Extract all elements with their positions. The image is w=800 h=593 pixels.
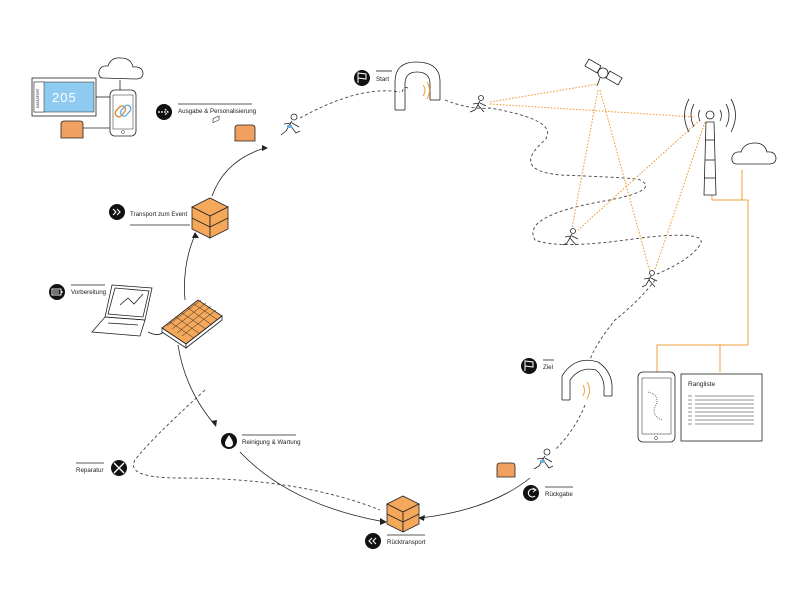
- arrow-reinigung-to-ruecktransport: [239, 451, 386, 523]
- link-icon: [114, 104, 132, 118]
- laptop-icon: [91, 284, 166, 337]
- step-reparatur: Reparatur: [76, 460, 127, 476]
- shipping-box-icon: [386, 495, 420, 533]
- route-to-ziel: [589, 279, 656, 361]
- screen-brand: DATASPORT: [36, 88, 40, 108]
- runner-icon: [280, 113, 301, 136]
- step-vorbereitung: Vorbereitung: [49, 284, 223, 349]
- step-transport: Transport zum Event: [109, 115, 229, 239]
- timing-chip: [234, 124, 256, 142]
- label-ziel: Ziel: [543, 364, 553, 371]
- ranking-rows: [688, 395, 754, 425]
- label-transport: Transport zum Event: [130, 211, 187, 218]
- cycle-arrows: [177, 145, 531, 525]
- arrow-vorbereitung-to-transport: [184, 234, 196, 301]
- step-rueckgabe: Rückgabe: [496, 448, 573, 501]
- label-rueckgabe: Rückgabe: [545, 491, 573, 498]
- dashed-routes: [133, 87, 702, 511]
- registration-devices: DATASPORT 205: [31, 57, 144, 139]
- step-reinigung: Reinigung & Wartung: [221, 433, 301, 449]
- step-start: Start: [354, 61, 487, 113]
- step-ausgabe: Ausgabe & Personalisierung: [156, 103, 301, 142]
- label-start: Start: [376, 76, 389, 83]
- label-reparatur: Reparatur: [76, 467, 104, 474]
- arrow-vorbereitung-to-reinigung: [177, 344, 216, 426]
- antenna-tower-icon: [684, 98, 736, 196]
- label-rangliste: Rangliste: [688, 381, 715, 388]
- double-chevron-right-icon: [109, 204, 125, 220]
- bib-number: 205: [52, 90, 77, 105]
- ranking-list: [680, 373, 763, 442]
- runner-icon: [562, 228, 579, 246]
- cloud-icon: [98, 57, 144, 80]
- timing-chip: [496, 462, 516, 478]
- step-ruecktransport: Rücktransport: [365, 495, 426, 549]
- route-course: [444, 99, 702, 276]
- route-map: [647, 391, 663, 421]
- battery-icon: [49, 284, 65, 300]
- arrow-rueckgabe-to-ruecktransport: [419, 477, 531, 519]
- arrow-transport-to-ausgabe: [211, 147, 266, 197]
- route-ausgabe-to-start: [299, 90, 401, 119]
- label-ruecktransport: Rücktransport: [387, 539, 426, 546]
- chip-tray-icon: [161, 299, 223, 349]
- start-arch: [394, 61, 441, 111]
- satellite-icon: [584, 58, 623, 87]
- runner-icon: [469, 95, 487, 113]
- refresh-icon: [523, 485, 539, 501]
- route-reparatur: [133, 389, 381, 511]
- label-reinigung: Reinigung & Wartung: [242, 439, 301, 446]
- runner-icon: [533, 448, 554, 470]
- results-devices: Rangliste: [637, 371, 763, 443]
- cloud-icon: [731, 142, 777, 165]
- finish-arch: [561, 359, 613, 401]
- step-ziel: Ziel: [521, 358, 613, 401]
- signal-lines: [489, 83, 749, 372]
- route-ziel-to-rueckgabe: [554, 404, 586, 451]
- label-ausgabe: Ausgabe & Personalisierung: [178, 108, 257, 115]
- shipping-box-icon: [191, 115, 229, 239]
- label-vorbereitung: Vorbereitung: [71, 289, 107, 296]
- runner-icon: [641, 270, 658, 288]
- timing-chip: [60, 120, 84, 139]
